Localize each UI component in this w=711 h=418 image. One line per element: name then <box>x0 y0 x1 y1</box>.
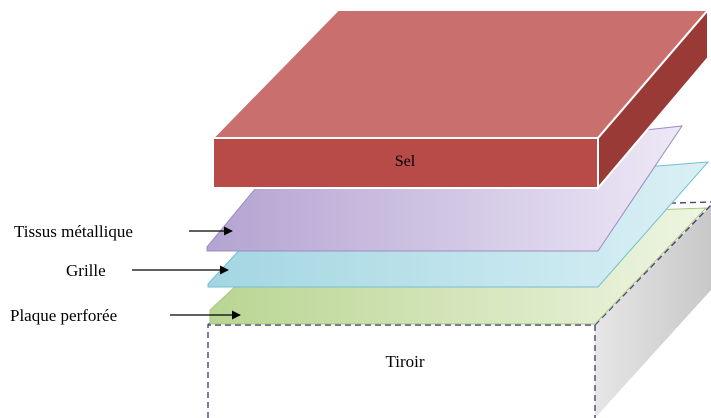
sel-label: Sel <box>395 153 416 170</box>
tiroir-label: Tiroir <box>385 352 424 371</box>
tiroir-side-face <box>595 205 711 418</box>
grille-label: Grille <box>66 261 106 280</box>
sel-front-face <box>212 137 599 189</box>
plaque-perforee-label: Plaque perforée <box>10 306 117 325</box>
tiroir-front-face <box>208 325 595 418</box>
sel-block <box>210 7 711 191</box>
tissus-metallique-label: Tissus métallique <box>14 222 133 241</box>
tiroir-dashed-edge-diag <box>594 204 711 326</box>
